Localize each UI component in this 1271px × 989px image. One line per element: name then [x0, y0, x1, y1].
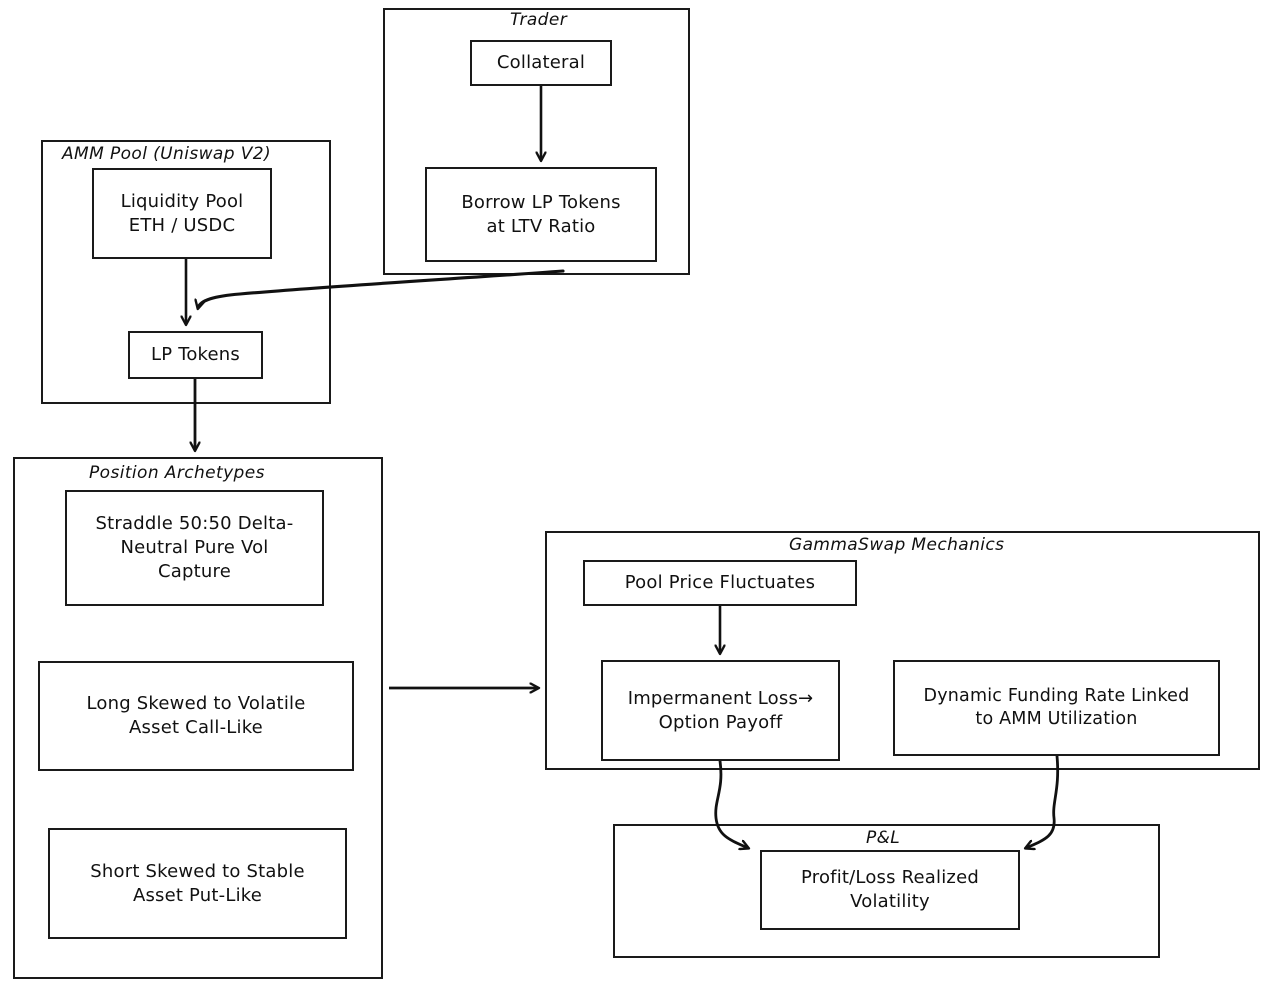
node-collateral-label: Collateral — [496, 52, 586, 74]
node-dynamic-funding-label: Dynamic Funding Rate Linked to AMM Utili… — [923, 685, 1190, 729]
node-dynamic-funding[interactable]: Dynamic Funding Rate Linked to AMM Utili… — [893, 660, 1220, 756]
subgraph-gammaswap-mechanics — [545, 531, 1260, 770]
node-liquidity-pool[interactable]: Liquidity Pool ETH / USDC — [92, 168, 272, 259]
node-profit-loss-label: Profit/Loss Realized Volatility — [801, 867, 979, 912]
node-borrow-lp-tokens-label: Borrow LP Tokens at LTV Ratio — [461, 191, 621, 237]
subgraph-gammaswap-mechanics-title: GammaSwap Mechanics — [785, 535, 1009, 555]
node-pool-price-fluctuates-label: Pool Price Fluctuates — [624, 572, 816, 594]
node-profit-loss[interactable]: Profit/Loss Realized Volatility — [760, 850, 1020, 930]
node-short-skewed-label: Short Skewed to Stable Asset Put-Like — [90, 860, 305, 906]
node-straddle[interactable]: Straddle 50:50 Delta- Neutral Pure Vol C… — [65, 490, 324, 606]
node-lp-tokens-label: LP Tokens — [151, 344, 240, 366]
subgraph-position-archetypes — [13, 457, 383, 979]
node-borrow-lp-tokens[interactable]: Borrow LP Tokens at LTV Ratio — [425, 167, 657, 262]
node-long-skewed-label: Long Skewed to Volatile Asset Call-Like — [86, 693, 306, 738]
node-collateral[interactable]: Collateral — [470, 40, 612, 86]
subgraph-pnl — [613, 824, 1160, 958]
node-pool-price-fluctuates[interactable]: Pool Price Fluctuates — [583, 560, 857, 606]
node-lp-tokens[interactable]: LP Tokens — [128, 331, 263, 379]
subgraph-amm-pool-title: AMM Pool (Uniswap V2) — [58, 144, 275, 164]
subgraph-position-archetypes-title: Position Archetypes — [85, 463, 269, 483]
node-impermanent-loss[interactable]: Impermanent Loss→ Option Payoff — [601, 660, 840, 761]
subgraph-trader-title: Trader — [506, 10, 572, 30]
subgraph-pnl-title: P&L — [862, 828, 905, 848]
node-straddle-label: Straddle 50:50 Delta- Neutral Pure Vol C… — [95, 513, 294, 582]
node-liquidity-pool-label: Liquidity Pool ETH / USDC — [120, 190, 244, 236]
node-short-skewed[interactable]: Short Skewed to Stable Asset Put-Like — [48, 828, 347, 939]
node-long-skewed[interactable]: Long Skewed to Volatile Asset Call-Like — [38, 661, 354, 771]
node-impermanent-loss-label: Impermanent Loss→ Option Payoff — [627, 687, 814, 733]
